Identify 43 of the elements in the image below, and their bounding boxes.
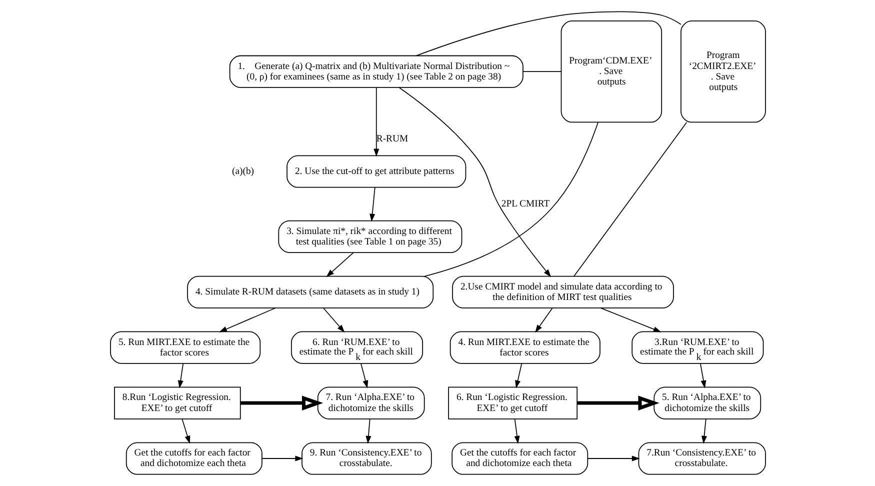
arrow [534,308,552,333]
node-box: 7. Run ‘Alpha.EXE’ to dichotomize the skills [316,386,424,420]
connector [522,71,561,72]
arrow [218,308,276,332]
label: (a)(b) [232,166,254,177]
node-box: 1. Generate (a) Q-matrix and (b) Multivariate Normal Distribution ~ (0, ρ) for examinees (same as in study 1) (see Table 2 on page 38) [228,55,523,88]
arrow [261,456,303,462]
node-box: Get the cutoffs for each factor and dichotomize each theta [125,442,262,475]
arrow [177,363,184,388]
node-box: 6. Run ‘Logistic Regression. EXE’ to get cutoff [448,386,578,420]
arrow [514,418,520,444]
connector [573,122,687,277]
arrow [360,363,368,388]
node-box: 7.Run ‘Consistency.EXE’ to crosstabulate. [638,442,766,475]
arrow [373,87,379,157]
arrow [369,186,375,222]
arrow [576,396,659,410]
node-box: Program ‘2CMIRT2.EXE’ . Save outputs [680,20,766,123]
arrow [586,456,640,462]
arrow [398,87,551,278]
arrow [181,418,190,444]
node-box: 9. Run ‘Consistency.EXE’ to crosstabulate. [301,442,432,475]
node-box: 3. Simulate πi*, rik* according to different test qualities (see Table 1 on page 35) [278,220,462,253]
node-box: 2.Use CMIRT model and simulate data according to the definition of MIRT test qualities [452,276,674,308]
arrow [700,363,706,388]
edge-label: 2PL CMIRT [500,198,550,210]
arrow [240,396,323,410]
node-box: Program‘CDM.EXE’ . Save outputs [560,20,662,123]
arrow [514,363,522,388]
arrow [326,252,354,278]
node-box: 8.Run ‘Logistic Regression. EXE’ to get cutoff [114,386,240,420]
node-box: 4. Simulate R-RUM datasets (same datasets as in study 1) [186,276,434,308]
node-box: 5. Run ‘Alpha.EXE’ to dichotomize the skills [653,386,761,420]
arrow [700,418,706,444]
node-box: 4. Run MIRT.EXE to estimate the factor scores [449,331,600,364]
arrow [600,308,661,332]
arrow [322,308,344,333]
node-box: 2. Use the cut-off to get attribute patterns [286,155,466,188]
node-box: 5. Run MIRT.EXE to estimate the factor scores [110,331,260,364]
connector [415,11,681,56]
connector [424,122,598,277]
node-box: Get the cutoffs for each factor and dichotomize each theta [451,442,588,475]
arrow [365,418,371,444]
